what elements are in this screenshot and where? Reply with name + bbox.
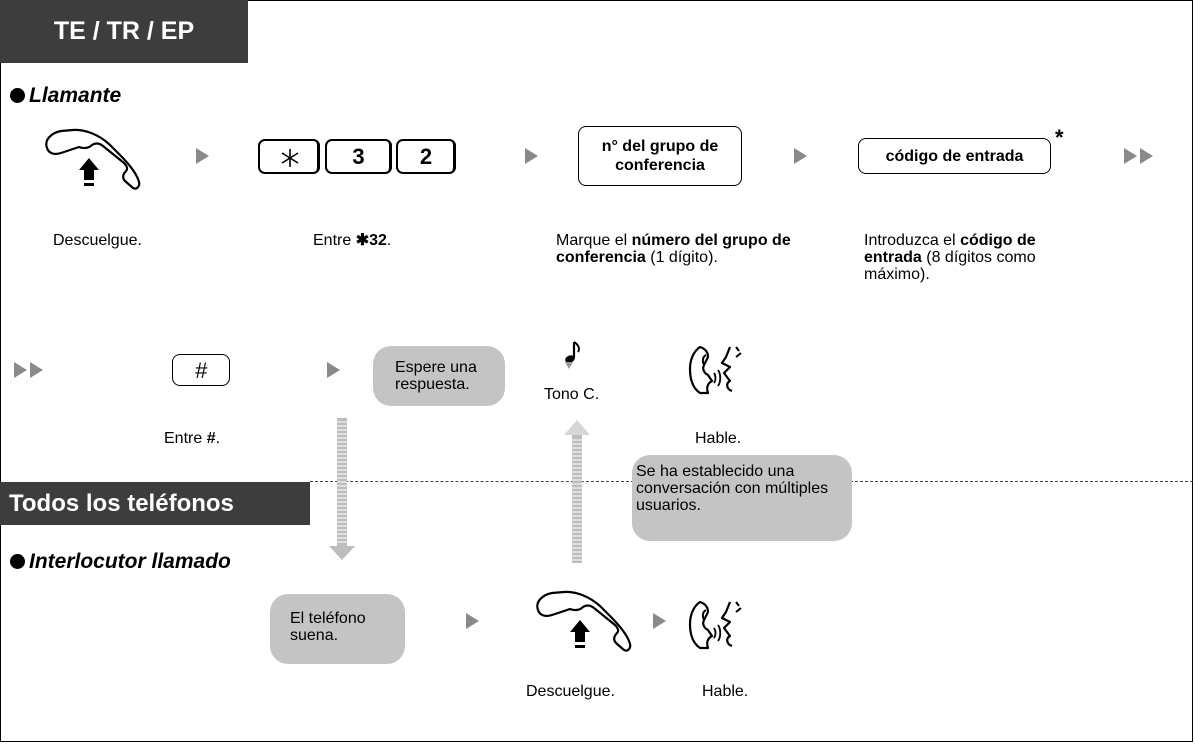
asterisk-key [258,139,320,174]
caption-enter-hash: Entre #. [164,430,221,447]
called-section-title: Interlocutor llamado [10,550,231,574]
digit-key-3: 3 [325,139,392,174]
caption-dial-group: Marque el número del grupo de conferenci… [556,232,791,266]
phone-rings-bubble: El teléfono suena. [270,594,405,664]
called-caption-talk: Hable. [702,683,749,700]
talking-head-icon [688,345,742,395]
conference-group-number-button: n° del grupo de conferencia [578,126,742,186]
connector-up-arrow [564,420,590,563]
hash-key: # [172,354,230,386]
caller-section-title: Llamante [10,84,121,108]
talking-head-icon [688,600,742,650]
step-arrow-icon [466,613,479,629]
step-arrow-icon [327,362,340,378]
music-note-tone-icon [565,341,580,369]
divider-line-left [310,481,634,482]
caption-entry-code: Introduzca el código de entrada (8 dígit… [864,232,1036,283]
step-arrow-icon [525,148,538,164]
off-hook-handset-icon [45,128,141,190]
off-hook-handset-icon [536,590,632,652]
asterisk-glyph: ✱ [355,232,370,249]
footnote-asterisk: * [1055,125,1064,150]
all-phones-header: Todos los teléfonos [0,482,310,525]
step-arrow-icon [196,148,209,164]
caption-off-hook: Descuelgue. [53,232,142,249]
caption-talk: Hable. [695,430,742,447]
digit-key-2: 2 [396,139,456,174]
bullet-icon [10,554,25,569]
tone-caption: Tono C. [544,386,600,403]
divider-line-right [850,481,1193,482]
caption-enter-code: Entre ✱32. [313,232,392,249]
bullet-icon [10,88,25,103]
called-caption-off-hook: Descuelgue. [526,683,615,700]
mode-header: TE / TR / EP [0,0,248,63]
wait-answer-bubble: Espere una respuesta. [373,346,505,406]
entry-code-button: código de entrada [858,138,1051,174]
conversation-established-bubble: Se ha establecido una conversación con m… [632,455,852,541]
mode-header-label: TE / TR / EP [53,17,195,45]
connector-down-arrow [329,418,355,560]
asterisk-icon [281,149,299,167]
step-arrow-icon [653,613,666,629]
step-arrow-icon [794,148,807,164]
